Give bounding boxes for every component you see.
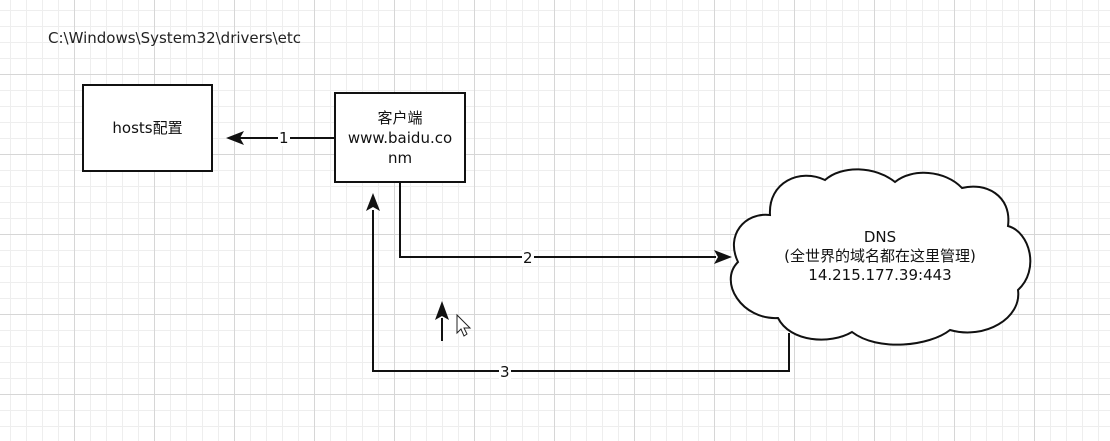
dns-title: DNS [863,228,897,246]
edge-1-arrowhead [226,131,244,145]
edge-2-label: 2 [522,249,534,267]
edge-3-label: 3 [499,363,511,381]
dns-subtitle: (全世界的域名都在这里管理) [784,247,976,265]
edge-2-line [399,183,716,258]
hosts-path-label: C:\Windows\System32\drivers\etc [48,29,302,47]
edge-3-line [372,210,790,372]
client-box[interactable]: 客户端 www.baidu.conm [334,92,466,183]
edge-3-arrowhead [366,193,380,211]
hosts-config-box[interactable]: hosts配置 [82,84,213,172]
dns-text: DNS (全世界的域名都在这里管理) 14.215.177.39:443 [750,228,1010,285]
edge-2-arrowhead [714,250,732,264]
stray-arrowhead [435,301,449,320]
edge-1-label: 1 [278,129,290,147]
dns-cloud-shape [729,168,1032,346]
client-url: www.baidu.conm [347,128,453,167]
client-text: 客户端 www.baidu.conm [346,108,454,168]
mouse-cursor-icon [456,313,472,337]
client-label: 客户端 [377,108,423,127]
hosts-config-label: hosts配置 [112,119,183,137]
dns-address: 14.215.177.39:443 [808,266,952,284]
